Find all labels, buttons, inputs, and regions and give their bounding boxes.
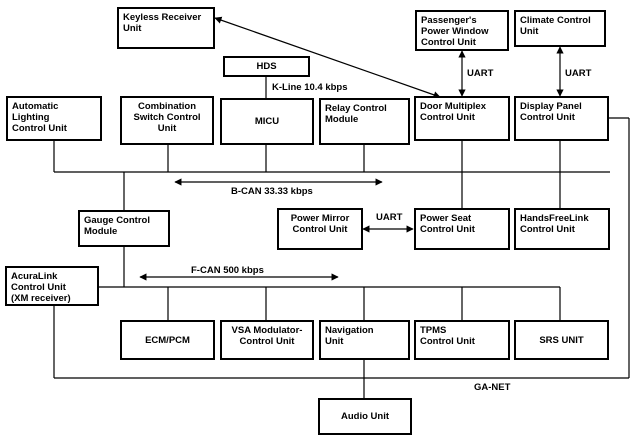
uart-mirror-seat-label: UART	[375, 212, 404, 223]
hds-unit: HDS	[223, 56, 310, 77]
automatic-lighting-control-unit: Automatic Lighting Control Unit	[6, 96, 102, 141]
micu-unit: MICU	[220, 98, 314, 145]
tpms-control-unit: TPMS Control Unit	[414, 320, 510, 360]
bcan-label: B-CAN 33.33 kbps	[230, 186, 314, 197]
passenger-power-window-control-unit: Passenger's Power Window Control Unit	[415, 10, 509, 51]
keyless-door-arrow	[214, 16, 441, 99]
uart-window-label: UART	[466, 68, 495, 79]
navigation-unit: Navigation Unit	[319, 320, 410, 360]
door-multiplex-control-unit: Door Multiplex Control Unit	[414, 96, 510, 141]
vsa-modulator-control-unit: VSA Modulator- Control Unit	[220, 320, 314, 360]
kline-label: K-Line 10.4 kbps	[271, 82, 349, 93]
power-mirror-control-unit: Power Mirror Control Unit	[277, 208, 363, 250]
audio-unit: Audio Unit	[318, 398, 412, 435]
srs-unit: SRS UNIT	[514, 320, 609, 360]
relay-control-module: Relay Control Module	[319, 98, 410, 145]
power-seat-control-unit: Power Seat Control Unit	[414, 208, 510, 250]
keyless-receiver-unit: Keyless Receiver Unit	[117, 7, 215, 49]
handsfreelink-control-unit: HandsFreeLink Control Unit	[514, 208, 610, 250]
acuralink-control-unit: AcuraLink Control Unit (XM receiver)	[5, 266, 99, 306]
ganet-label: GA-NET	[473, 382, 512, 393]
combination-switch-control-unit: Combination Switch Control Unit	[120, 96, 214, 145]
fcan-label: F-CAN 500 kbps	[190, 265, 265, 276]
climate-control-unit: Climate Control Unit	[514, 10, 606, 47]
gauge-control-module: Gauge Control Module	[78, 210, 170, 247]
display-panel-control-unit: Display Panel Control Unit	[514, 96, 609, 141]
uart-climate-label: UART	[564, 68, 593, 79]
ecm-pcm-unit: ECM/PCM	[120, 320, 215, 360]
